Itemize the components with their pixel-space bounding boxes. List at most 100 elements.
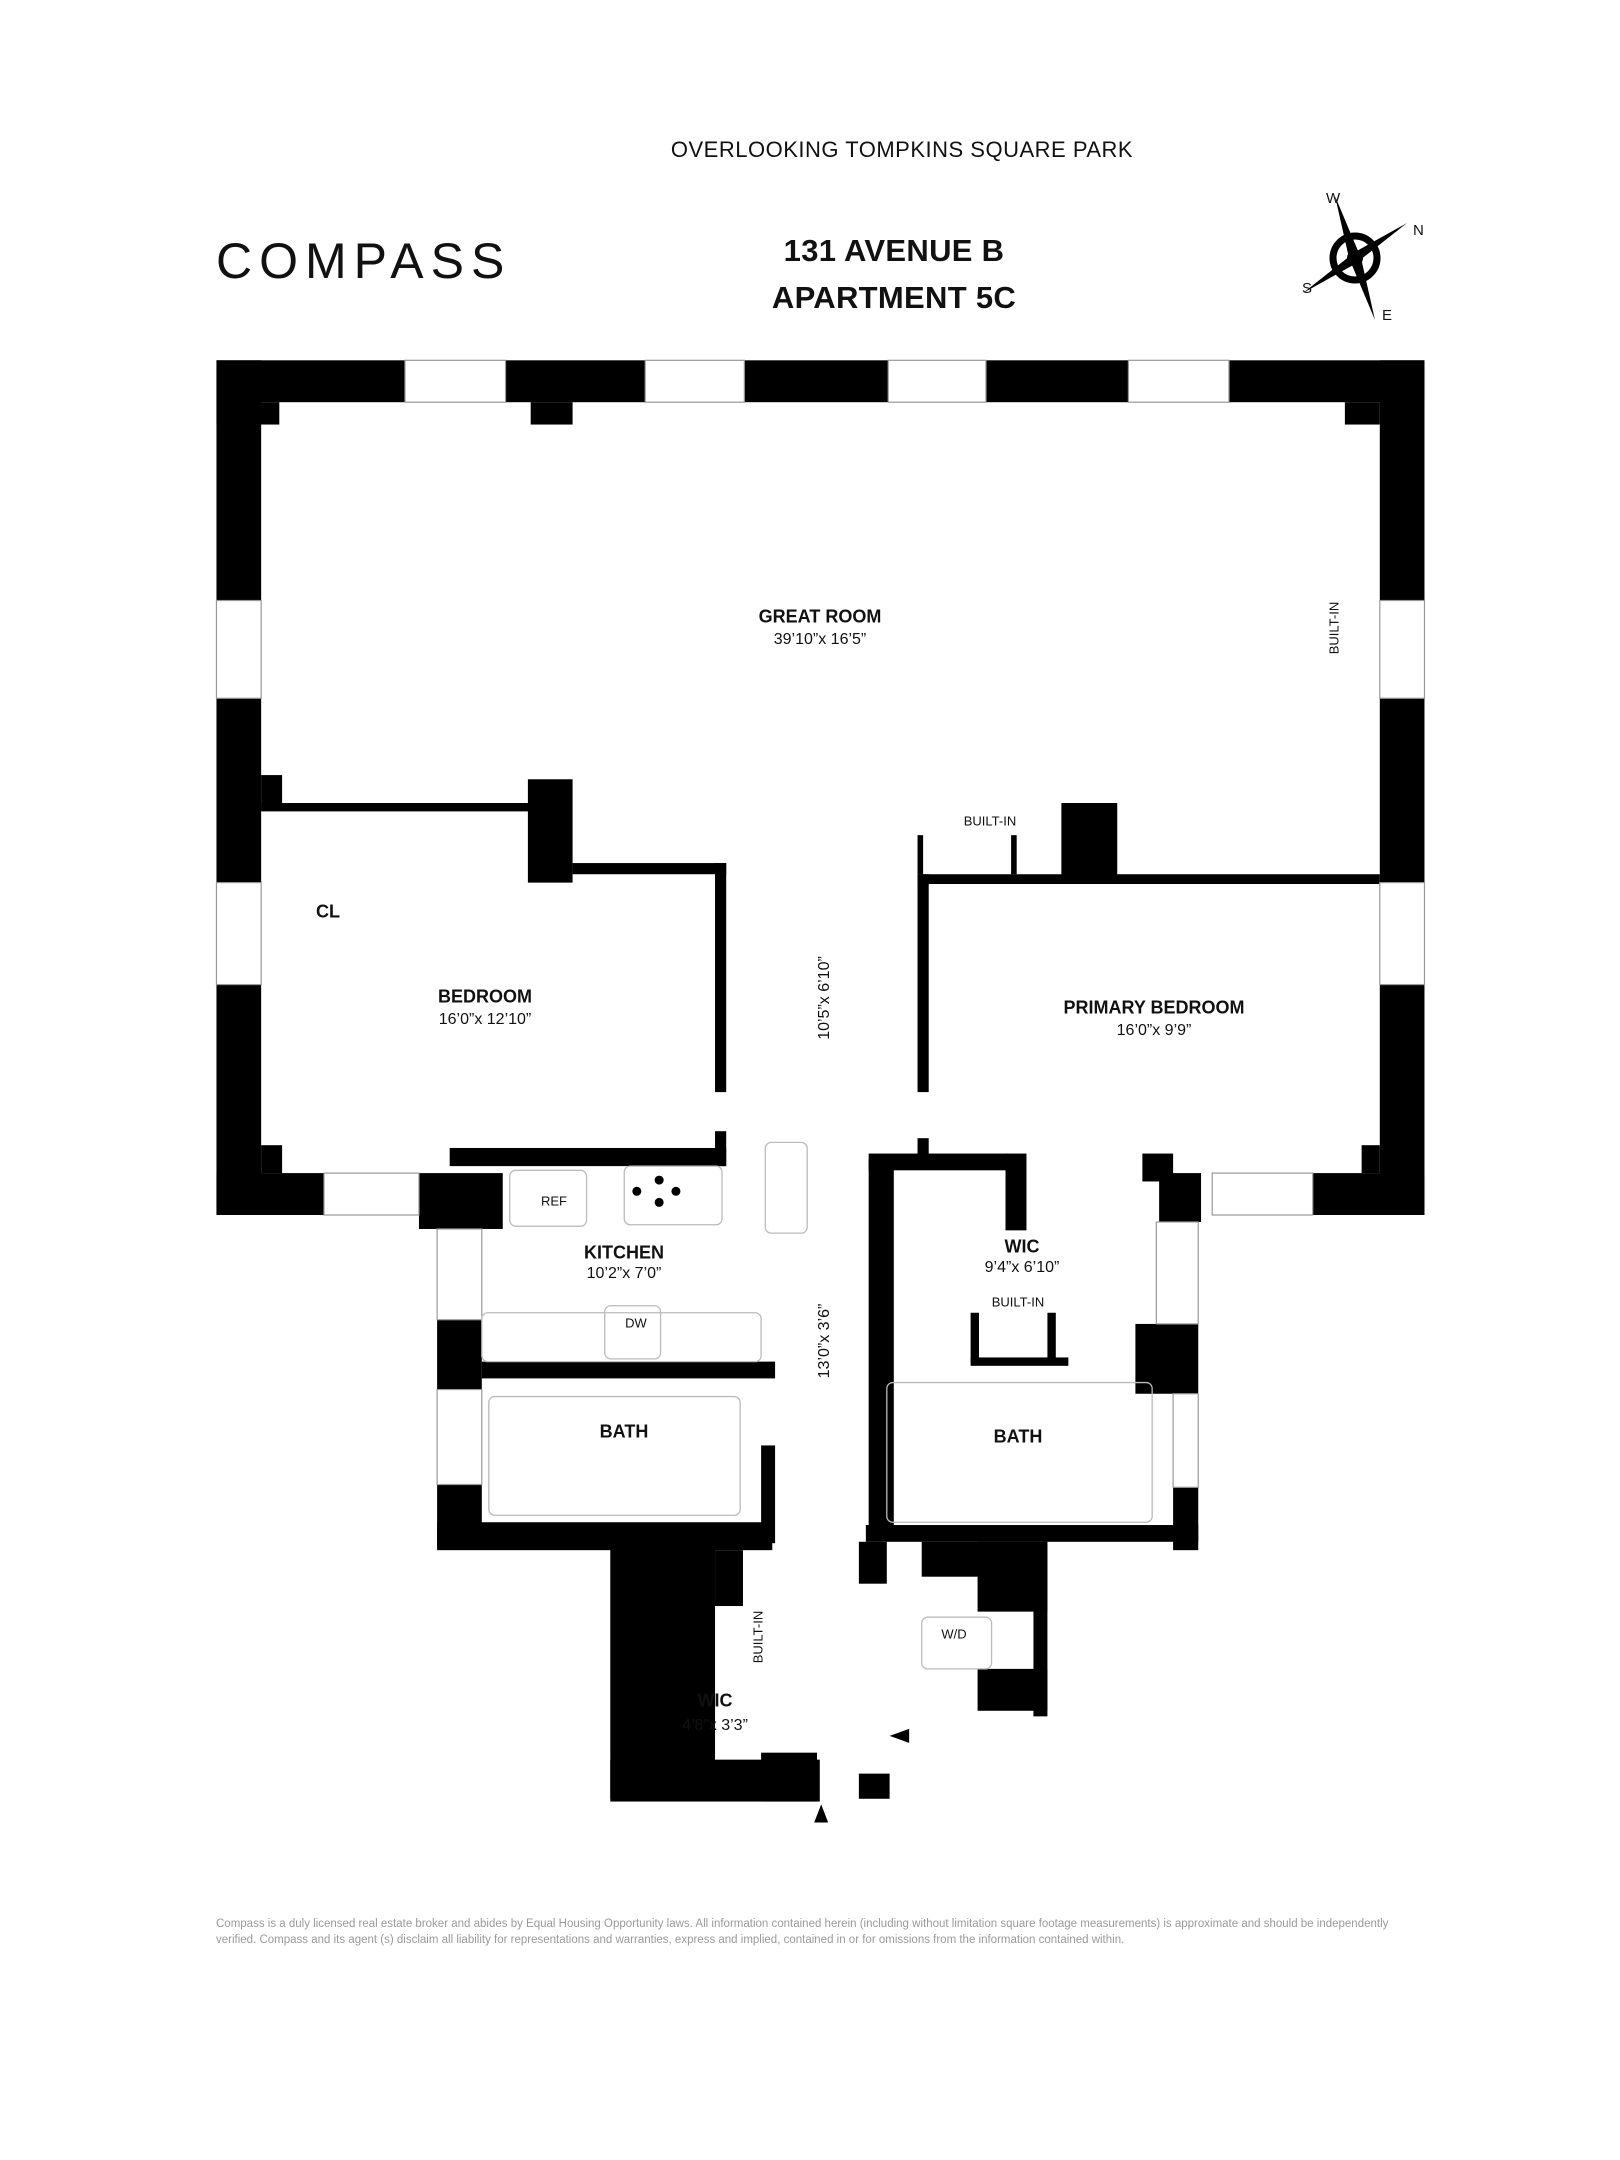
wall (1005, 1153, 1027, 1231)
room-wic-foyer-dims: 4’8”x 3’3” (682, 1717, 748, 1734)
room-primary-bedroom-label: PRIMARY BEDROOM (1063, 997, 1245, 1018)
compass-ring-icon (1329, 232, 1381, 284)
wall (261, 775, 283, 810)
wall (418, 1173, 503, 1229)
room-bedroom-dims: 16’0”x 12’10” (438, 1011, 532, 1028)
wall (917, 835, 924, 875)
room-kitchen-dims: 10’2”x 7’0” (586, 1265, 662, 1282)
built-in-hall-label: BUILT-IN (963, 813, 1017, 829)
window (1379, 882, 1426, 986)
built-in-great-room-label: BUILT-IN (1326, 601, 1342, 655)
fixture (604, 1305, 662, 1360)
stove-burner-icon (654, 1175, 664, 1185)
wall (261, 1145, 283, 1174)
wall (1011, 835, 1017, 875)
wall (216, 1173, 324, 1215)
wall (970, 1312, 979, 1362)
tagline: OVERLOOKING TOMPKINS SQUARE PARK (670, 137, 1134, 162)
hall-upper-dims: 10’5”x 6’10” (816, 956, 833, 1040)
wall (437, 1522, 773, 1551)
wall (481, 1361, 776, 1379)
disclaimer: Compass is a duly licensed real estate b… (216, 1918, 1389, 1946)
wall (505, 360, 646, 403)
wall (761, 1752, 817, 1802)
window (1127, 359, 1230, 403)
fixture (488, 1395, 741, 1516)
room-great-room-label: GREAT ROOM (758, 606, 882, 627)
wall (1361, 1145, 1380, 1174)
room-wic-foyer-label: WIC (697, 1690, 733, 1711)
built-in-wic-label: BUILT-IN (991, 1294, 1045, 1310)
wall (917, 874, 929, 1093)
fixture (481, 1312, 762, 1363)
built-in-foyer-label: BUILT-IN (750, 1610, 766, 1664)
window (1155, 1221, 1199, 1325)
fixture (886, 1381, 1153, 1523)
stove-burner-icon (632, 1186, 642, 1196)
window (215, 599, 262, 699)
wall (1312, 1173, 1425, 1215)
wall (858, 1541, 887, 1584)
room-great-room-dims: 39’10”x 16’5” (773, 631, 867, 648)
compass-s: S (1302, 280, 1313, 297)
wall (437, 1319, 482, 1390)
wall (1159, 1173, 1202, 1222)
wall (572, 863, 727, 875)
room-kitchen-label: KITCHEN (584, 1242, 664, 1263)
address-line1: 131 AVENUE B (783, 233, 1005, 268)
wall (761, 1445, 776, 1544)
wall (610, 1547, 716, 1799)
window (404, 359, 507, 403)
ref-label: REF (541, 1193, 567, 1209)
room-wic-primary-label: WIC (1004, 1236, 1040, 1257)
wall (858, 1773, 890, 1799)
hall-lower-dims: 13’0”x 3’6” (816, 1303, 833, 1379)
closet-label: CL (316, 901, 340, 922)
wall (977, 1668, 1048, 1711)
wall (449, 1147, 727, 1167)
window (436, 1228, 483, 1321)
wall (1047, 1312, 1056, 1362)
dw-label: DW (625, 1315, 647, 1331)
room-bath-right-label: BATH (993, 1426, 1043, 1447)
room-bath-left-label: BATH (599, 1421, 649, 1442)
window (1172, 1393, 1199, 1488)
wall (868, 1159, 894, 1530)
fixture (764, 1141, 808, 1234)
compass-n: N (1413, 222, 1424, 239)
room-bedroom-label: BEDROOM (438, 986, 532, 1007)
wall (868, 1153, 1009, 1171)
window (1379, 599, 1426, 699)
window (436, 1388, 483, 1486)
stove-burner-icon (671, 1186, 681, 1196)
wall (917, 1138, 929, 1160)
wall (1379, 360, 1425, 601)
wall (744, 360, 889, 403)
room-primary-bedroom-dims: 16’0”x 9’9” (1116, 1022, 1192, 1039)
wall (715, 863, 727, 1093)
wall (917, 874, 1380, 885)
window (323, 1172, 420, 1216)
compass-e: E (1382, 307, 1393, 324)
window (215, 882, 262, 986)
compass-needle-icon (1303, 223, 1407, 293)
window (887, 359, 987, 403)
compass-logo: COMPASS (216, 233, 512, 289)
wall (216, 698, 262, 883)
wall (1061, 803, 1118, 876)
entry-arrow-icon (814, 1804, 829, 1823)
window (1211, 1172, 1314, 1216)
wall (527, 779, 573, 883)
fixture (509, 1169, 588, 1227)
room-wic-primary-dims: 9’4”x 6’10” (984, 1259, 1060, 1276)
wall (216, 360, 262, 601)
fixture (921, 1616, 993, 1670)
address-line2: APARTMENT 5C (771, 280, 1017, 315)
wall (1344, 402, 1380, 425)
wall (1379, 698, 1425, 883)
fixture (623, 1165, 723, 1226)
compass-w: W (1326, 190, 1341, 207)
wall (970, 1357, 1069, 1366)
window (644, 359, 745, 403)
